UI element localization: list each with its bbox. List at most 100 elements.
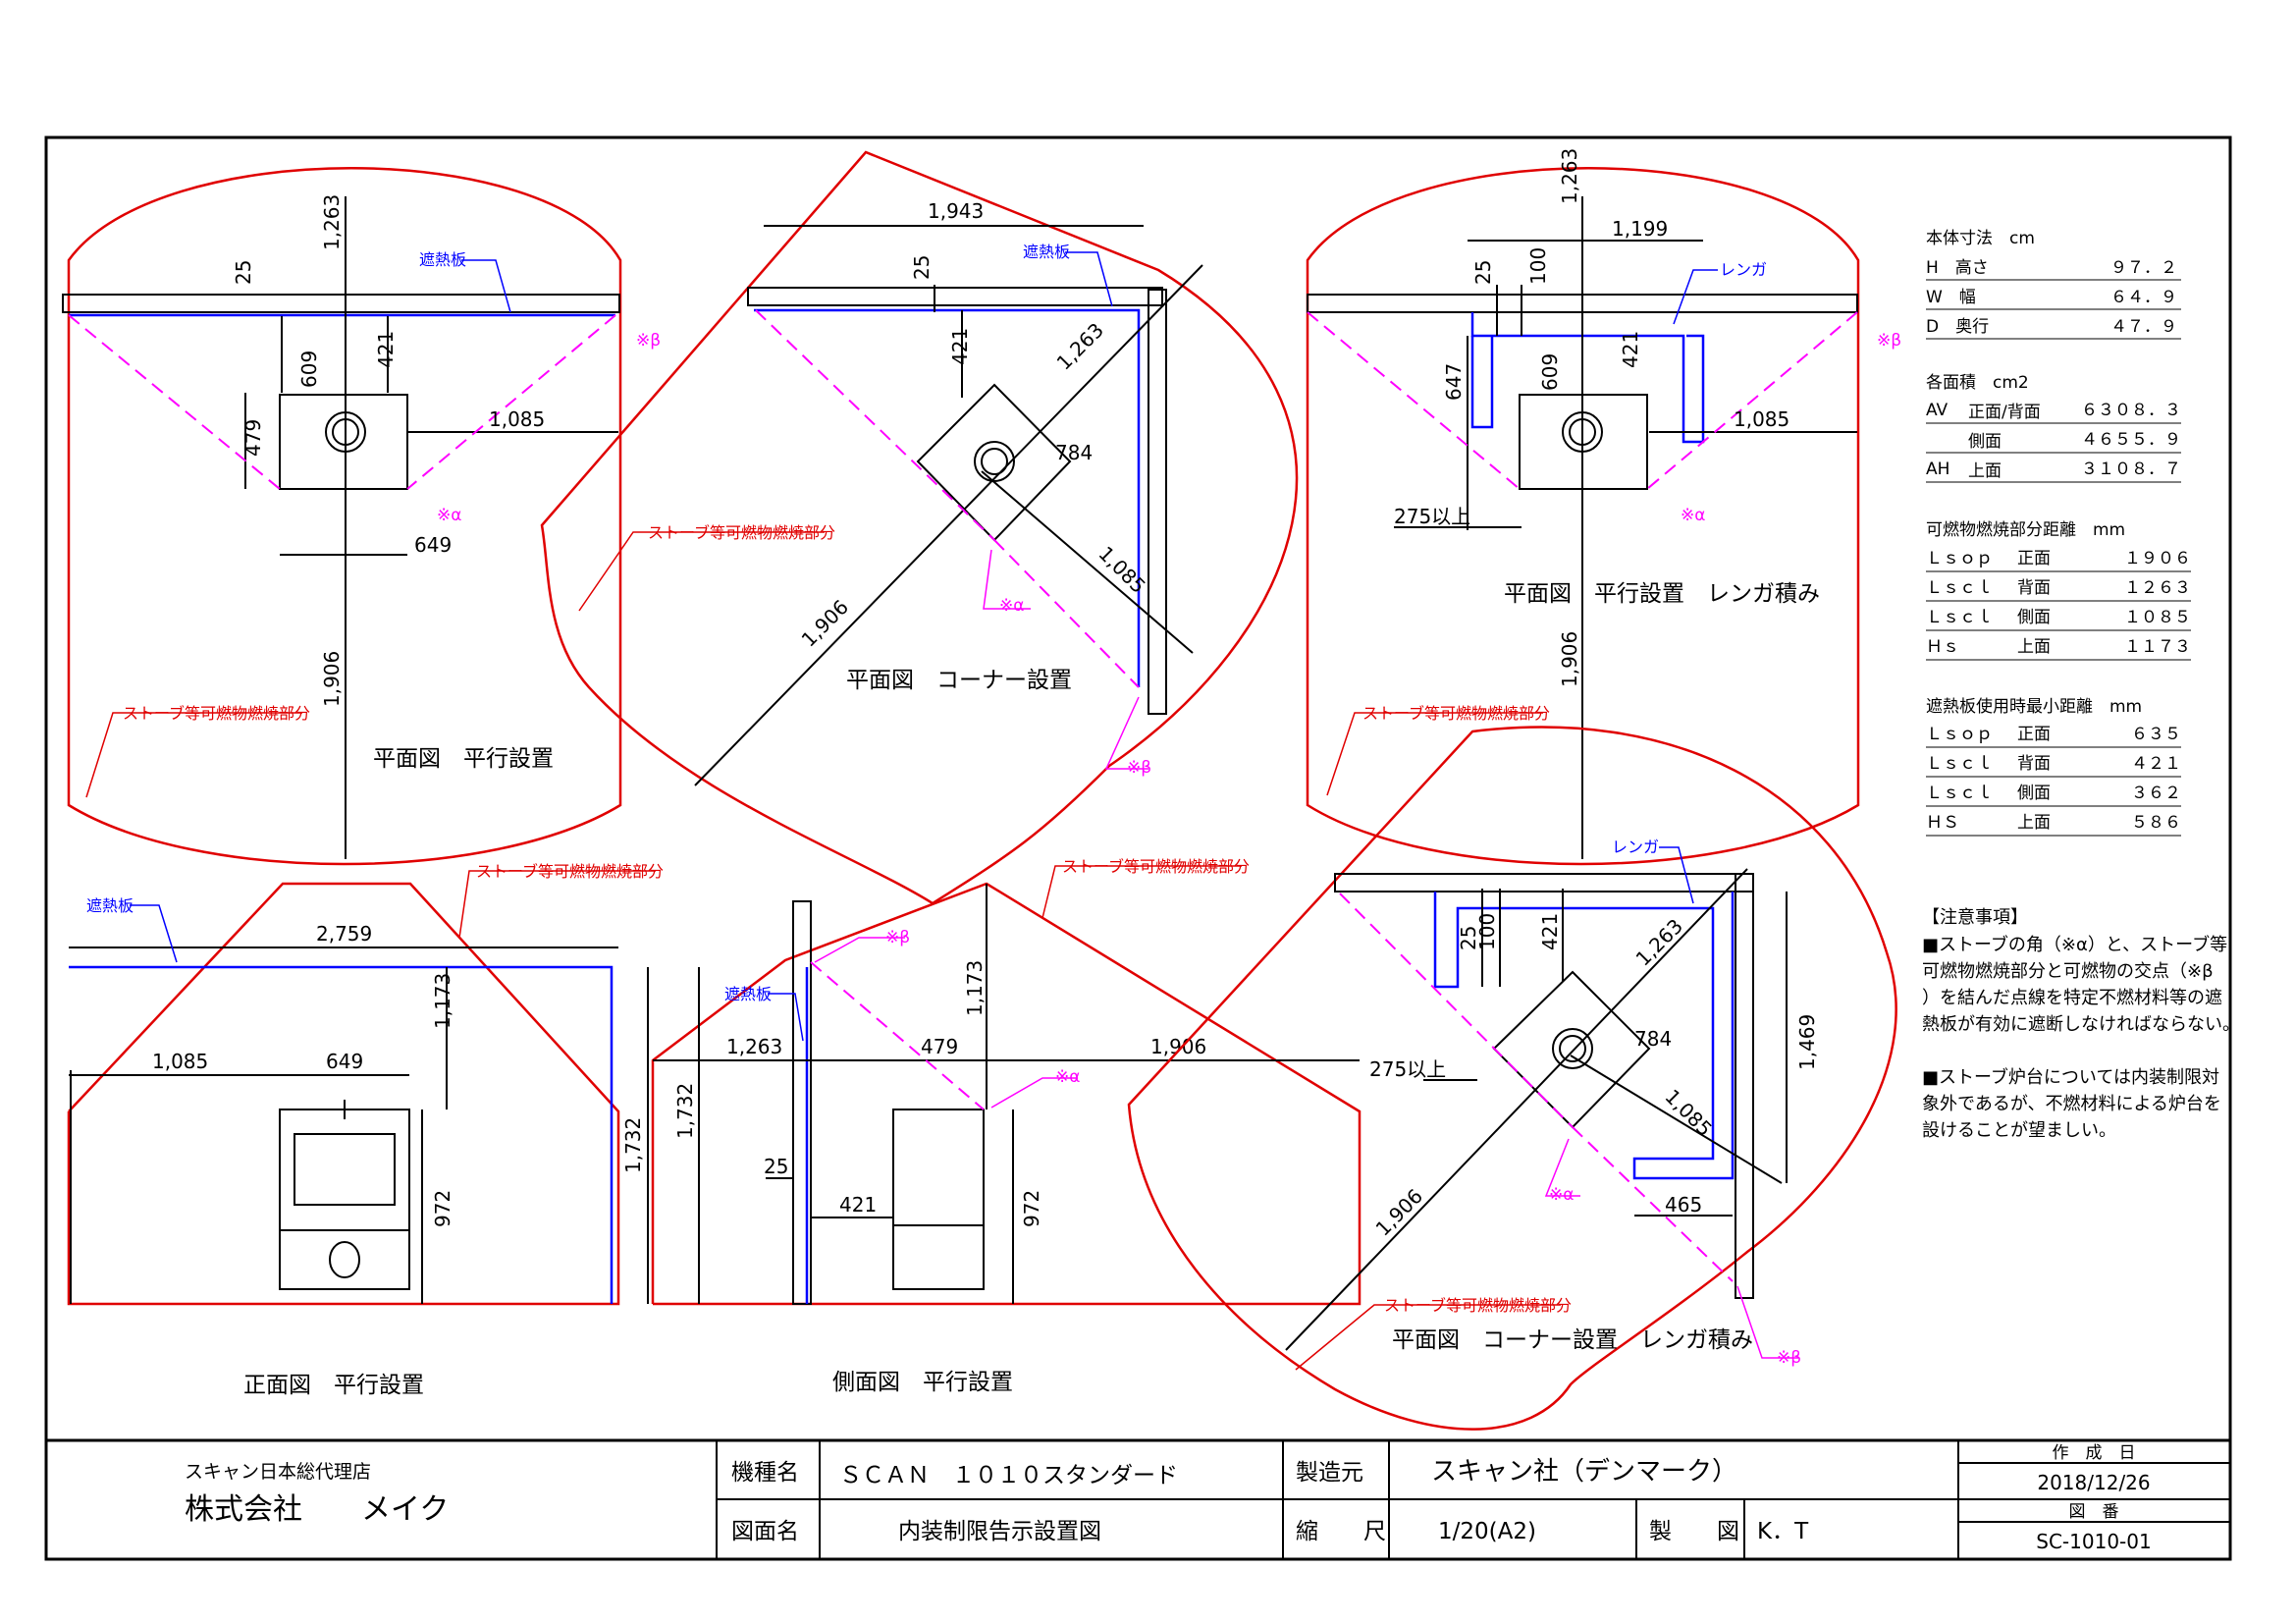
dim-1906: 1,906 (1558, 631, 1581, 687)
maker-value: スキャン社（デンマーク） (1431, 1457, 1737, 1487)
mag-dashed (1307, 311, 1521, 490)
stove-window (294, 1133, 396, 1206)
caption-plan-corner: 平面図 コーナー設置 (846, 668, 1072, 693)
leader-line (1659, 846, 1694, 904)
number-value: SC-1010-01 (2036, 1530, 2151, 1553)
spec-key: Ｌｓｃｌ (1926, 578, 1993, 598)
burn-zone-outline (540, 150, 1299, 905)
spec-value: ６４．９ (2110, 288, 2177, 307)
mag-dashed (68, 314, 281, 490)
flue-inner (1559, 1035, 1586, 1062)
mag-dashed (406, 314, 616, 490)
stove-body (279, 394, 408, 490)
spec-key: AV (1926, 401, 1949, 420)
stove-base (279, 1229, 410, 1290)
burn-zone-outline (67, 167, 622, 866)
spec-sub: 側面 (2017, 608, 2051, 627)
dim-1263: 1,263 (1558, 148, 1581, 204)
dim-25: 25 (1457, 926, 1480, 950)
plan-parallel-view: 1,263 25 609 421 479 1,085 649 1,906 遮熱板… (62, 167, 661, 866)
beta-label: ※β (1877, 331, 1901, 351)
brick-wall (1470, 312, 1705, 444)
stove-body (916, 383, 1072, 542)
scale-label: 縮 尺 (1296, 1519, 1386, 1544)
dim-647: 647 (1442, 363, 1466, 401)
dim-649: 649 (326, 1050, 363, 1073)
dim-1732: 1,732 (673, 1083, 697, 1139)
note-line: 可燃物燃焼部分と可燃物の交点（※β (1922, 961, 2214, 982)
side-parallel-view: 1,263 479 1,906 1,173 1,732 25 421 972 遮… (651, 857, 1362, 1395)
brick-wall (1433, 892, 1735, 1180)
dim-25: 25 (232, 260, 255, 285)
heat-shield-label: 遮熱板 (1023, 243, 1070, 261)
mag-dashed (1646, 311, 1858, 490)
front-parallel-view: 2,759 1,085 649 1,173 1,732 972 遮熱板 ストーブ… (67, 862, 664, 1398)
heat-shield-line (69, 965, 614, 1304)
model-value: ＳＣＡＮ １０１０スタンダード (839, 1463, 1178, 1488)
alpha-label: ※α (1681, 506, 1705, 525)
leader-line (814, 937, 905, 963)
dim-972: 972 (1020, 1190, 1043, 1227)
dim-1906: 1,906 (1150, 1035, 1206, 1058)
dim-100: 100 (1526, 247, 1550, 285)
dim-1199: 1,199 (1612, 217, 1668, 241)
model-label: 機種名 (731, 1460, 799, 1486)
dim-421: 421 (948, 328, 972, 365)
dim-25: 25 (1471, 260, 1495, 285)
dim-1943: 1,943 (928, 199, 984, 223)
dim-1085: 1,085 (152, 1050, 208, 1073)
leader-line (85, 712, 302, 798)
burn-zone-outline (651, 882, 1362, 1306)
dim-1263: 1,263 (320, 194, 344, 250)
dim-479: 479 (921, 1035, 958, 1058)
spec-sub: 側面 (2017, 784, 2051, 803)
spec-body-rows: H 高さ ９７．２ W 幅 ６４．９ D 奥行 ４７．９ (1926, 258, 2181, 340)
spec-sub: 正面 (2017, 725, 2051, 744)
dim-line (694, 264, 1203, 786)
leader-line (1104, 696, 1148, 770)
dim-1173: 1,173 (963, 960, 987, 1016)
note-line: 象外であるが、不燃材料による炉台を (1922, 1094, 2221, 1114)
heat-shield-label: 遮熱板 (724, 985, 772, 1003)
caption-plan-corner-brick: 平面図 コーナー設置 レンガ積み (1392, 1327, 1753, 1353)
drafter-label: 製 図 (1649, 1519, 1739, 1544)
alpha-label: ※α (437, 506, 461, 525)
sheet-border (44, 135, 2232, 1561)
note-line: ）を結んだ点線を特定不燃材料等の遮 (1922, 988, 2222, 1008)
spec-key: W 幅 (1926, 288, 1976, 307)
dim-25: 25 (910, 255, 934, 280)
heat-shield-line (754, 308, 1141, 687)
spec-value: ４６５５．９ (2081, 430, 2181, 450)
spec-key: Ｌｓｏｐ (1926, 549, 1993, 568)
spec-value: ９７．２ (2110, 258, 2177, 278)
drafter-value: K．T (1757, 1519, 1809, 1544)
spec-area-rows: AV 正面/背面 ６３０８．３ 側面 ４６５５．９ AH 上面 ３１０８．７ (1926, 401, 2181, 483)
dim-1263: 1,263 (1052, 318, 1108, 374)
heat-shield-wall (747, 287, 1163, 306)
spec-sub: 正面/背面 (1968, 403, 2041, 422)
brick-label: レンガ (1612, 838, 1659, 856)
dim-100: 100 (1475, 913, 1499, 950)
dim-784: 784 (1634, 1027, 1672, 1051)
heat-shield-wall (62, 294, 620, 313)
spec-value: ４７．９ (2110, 317, 2177, 337)
leader-line (1326, 712, 1543, 796)
spec-shield-rows: Ｌｓｏｐ 正面 ６３５ Ｌｓｃｌ 背面 ４２１ Ｌｓｃｌ 側面 ３６２ ＨＳ 上… (1926, 725, 2181, 837)
note-line: ■ストーブの角（※α）と、ストーブ等 (1922, 934, 2227, 955)
spec-key: H 高さ (1926, 258, 1989, 278)
leader-line (461, 259, 511, 313)
stove-side (892, 1109, 985, 1226)
spec-shield-title: 遮熱板使用時最小距離 mm (1926, 696, 2142, 717)
leader-line (578, 531, 825, 612)
dim-1263: 1,263 (726, 1035, 782, 1058)
dim-421: 421 (839, 1193, 877, 1217)
dim-line (1285, 868, 1748, 1351)
spec-value: ６３５ (2131, 725, 2181, 744)
spec-value: ３６２ (2131, 784, 2181, 803)
spec-key: ＨＳ (1926, 813, 1959, 833)
dim-465: 465 (1665, 1193, 1702, 1217)
rear-wall (792, 900, 812, 1305)
heat-shield-wall (1148, 289, 1167, 715)
notes-title: 【注意事項】 (1922, 907, 2028, 928)
leader-line (1673, 269, 1718, 325)
